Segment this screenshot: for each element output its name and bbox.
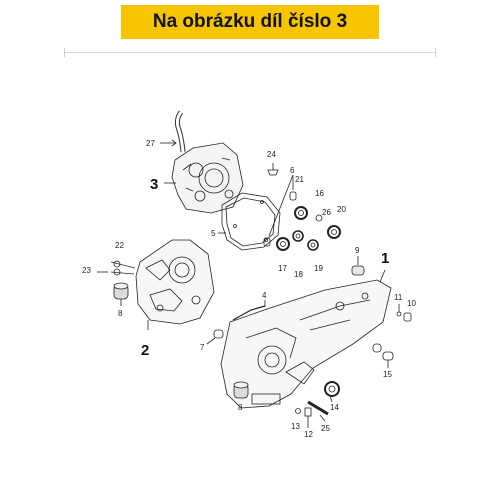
callout-11: 11 (394, 293, 403, 302)
callout-21: 21 (295, 175, 304, 184)
part-bearings (276, 206, 341, 251)
callout-9: 9 (355, 246, 360, 255)
part-dowel-pins-6 (263, 174, 297, 247)
part-bushing-8b (233, 381, 249, 399)
callout-15: 15 (383, 370, 392, 379)
part-bolt-24 (267, 163, 279, 176)
callout-19: 19 (314, 264, 323, 273)
part-crankcase-cover (164, 142, 244, 214)
part-dowels-right (372, 343, 394, 368)
part-screws-22-23 (97, 260, 136, 276)
callout-18: 18 (294, 270, 303, 279)
part-pin-7 (206, 329, 224, 345)
part-crankcase-right (220, 269, 392, 409)
part-screws-12-13 (295, 407, 312, 428)
frame-top-line (64, 48, 436, 57)
callout-2: 2 (141, 342, 149, 359)
callout-26: 26 (322, 208, 331, 217)
title-banner: Na obrázku díl číslo 3 (121, 5, 379, 39)
callout-14: 14 (330, 403, 339, 412)
callout-5: 5 (211, 229, 216, 238)
callout-8a: 8 (118, 309, 123, 318)
part-gasket-strip-4 (232, 300, 266, 321)
callout-4: 4 (262, 291, 267, 300)
callout-3: 3 (150, 176, 158, 193)
part-gasket (218, 192, 281, 251)
part-crankcase-left (135, 239, 215, 330)
callout-27: 27 (146, 139, 155, 148)
callout-12: 12 (304, 430, 313, 439)
callout-24: 24 (267, 150, 276, 159)
callout-10: 10 (407, 299, 416, 308)
part-rod-25 (307, 400, 329, 422)
callout-7: 7 (200, 343, 205, 352)
part-fitting-10-11 (396, 304, 412, 322)
part-bushing-9 (351, 256, 365, 276)
banner-title: Na obrázku díl číslo 3 (152, 11, 348, 32)
callout-8b: 8 (238, 403, 243, 412)
callout-20: 20 (337, 205, 346, 214)
callout-16: 16 (315, 189, 324, 198)
callout-13: 13 (291, 422, 300, 431)
callout-1: 1 (381, 250, 389, 267)
part-bushing-8a (113, 282, 129, 306)
part-hose (160, 110, 186, 153)
callout-17: 17 (278, 264, 287, 273)
callout-23: 23 (82, 266, 91, 275)
callout-25: 25 (321, 424, 330, 433)
callout-6: 6 (290, 166, 295, 175)
callout-22: 22 (115, 241, 124, 250)
part-seal-14 (324, 381, 340, 403)
